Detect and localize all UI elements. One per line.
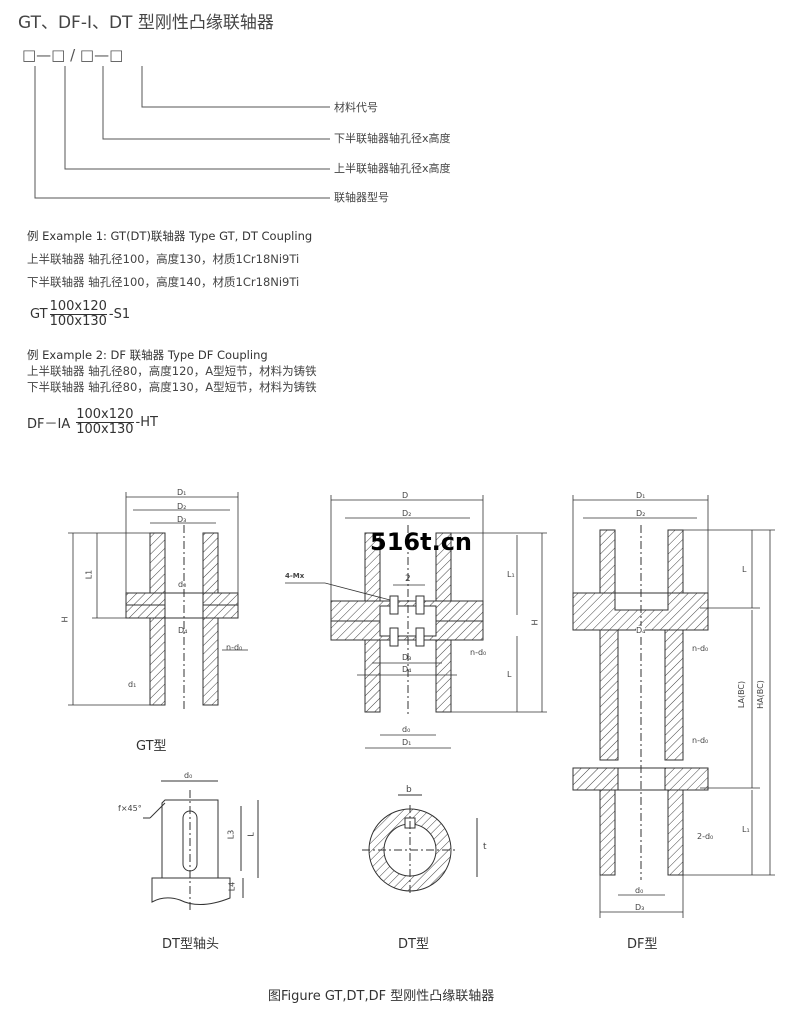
dt-dim-d0: d₀ <box>402 725 411 734</box>
dt-section-drawing <box>362 794 478 895</box>
df-dim-nd2: n-d₀ <box>692 736 709 745</box>
gt-drawing <box>68 492 248 712</box>
dt-shaft-dim-L3: L3 <box>226 829 236 840</box>
dt-dim-D2: D₂ <box>402 509 412 518</box>
dt-dim-Mx: 4-Mx <box>285 572 305 580</box>
df-dim-nd1: n-d₀ <box>692 644 709 653</box>
example2-heading: 例 Example 2: DF 联轴器 Type DF Coupling <box>27 348 268 362</box>
dt-dim-2: 2 <box>405 574 411 584</box>
formula-numerator: 100x120 <box>76 407 134 423</box>
dt-dim-D4: D₄ <box>402 665 412 674</box>
dt-dim-L: L <box>507 670 512 679</box>
gt-dim-D1: D₁ <box>177 488 187 497</box>
gt-dim-d1: d₁ <box>128 680 137 689</box>
formula-prefix: GT <box>30 307 48 322</box>
dt-dim-H: H <box>530 619 540 626</box>
legend-lower-half: 下半联轴器轴孔径x高度 <box>334 132 451 145</box>
gt-dim-nd: n-d₀ <box>226 643 243 652</box>
example2-line1: 上半联轴器 轴孔径80，高度120，A型短节，材料为铸铁 <box>27 364 317 378</box>
dt-shaft-dim-L4: L4 <box>227 881 237 892</box>
formula-prefix: DF－ⅠA <box>27 417 71 432</box>
dt-shaft-label: DT型轴头 <box>162 937 219 952</box>
gt-dim-D3: D₃ <box>177 515 187 524</box>
dt-dim-D3: D₃ <box>402 653 412 662</box>
formula-suffix: -S1 <box>108 307 131 322</box>
gt-dim-d0: d₀ <box>178 580 187 589</box>
dt-dim-L1: L₁ <box>507 570 515 579</box>
page-title: GT、DF-Ⅰ、DT 型刚性凸缘联轴器 <box>18 13 274 33</box>
df-dim-L: L <box>742 565 747 574</box>
dt-shaft-dim-L: L <box>246 832 256 837</box>
example1-line1: 上半联轴器 轴孔径100，高度130，材质1Cr18Ni9Ti <box>27 252 300 266</box>
legend-model: 联轴器型号 <box>334 191 389 204</box>
dt-shaft-chamfer: f×45° <box>118 804 142 813</box>
df-label: DF型 <box>627 937 658 952</box>
watermark: 516t.cn <box>370 528 472 556</box>
legend-material: 材料代号 <box>334 101 378 114</box>
formula-denominator: 100x130 <box>76 422 134 437</box>
figure-caption: 图Figure GT,DT,DF 型刚性凸缘联轴器 <box>268 989 495 1004</box>
df-drawing <box>572 495 775 918</box>
dt-shaft-dim-d0: d₀ <box>184 771 193 780</box>
legend-upper-half: 上半联轴器轴孔径x高度 <box>334 162 451 175</box>
example1-line2: 下半联轴器 轴孔径100，高度140，材质1Cr18Ni9Ti <box>27 275 300 289</box>
gt-dim-D2: D₂ <box>177 502 187 511</box>
df-dim-2d: 2-d₀ <box>697 832 714 841</box>
dt-dim-D: D <box>402 491 409 500</box>
df-dim-D1: D₁ <box>636 491 646 500</box>
code-pattern: □—□ / □—□ <box>22 46 124 64</box>
formula-numerator: 100x120 <box>49 299 107 315</box>
gt-dim-H: H <box>60 616 70 623</box>
formula-suffix: -HT <box>135 415 158 430</box>
df-dim-HA: HA(BC) <box>755 680 765 709</box>
dt-drawing <box>285 495 547 749</box>
df-dim-L1: L₁ <box>742 825 750 834</box>
code-leader-lines <box>34 66 330 199</box>
dt-section-label: DT型 <box>398 937 429 952</box>
df-dim-D2: D₂ <box>636 509 646 518</box>
dt-section-dim-b: b <box>406 785 412 795</box>
df-dim-LA: LA(BC) <box>737 680 747 709</box>
df-dim-D3: D₃ <box>635 903 645 912</box>
dt-dim-D1: D₁ <box>402 738 412 747</box>
gt-dim-L1: L1 <box>84 569 94 580</box>
example2-line2: 下半联轴器 轴孔径80，高度130，A型短节，材料为铸铁 <box>27 380 317 394</box>
formula-denominator: 100x130 <box>49 314 107 329</box>
df-dim-d0: d₀ <box>635 886 644 895</box>
df-dim-D4: D₄ <box>636 626 646 635</box>
dt-shaft-drawing <box>143 780 259 910</box>
dt-section-dim-t: t <box>483 842 487 852</box>
gt-label: GT型 <box>136 739 167 754</box>
dt-dim-nd: n-d₀ <box>470 648 487 657</box>
example1-heading: 例 Example 1: GT(DT)联轴器 Type GT, DT Coupl… <box>27 229 313 243</box>
gt-dim-D4: D₄ <box>178 626 188 635</box>
